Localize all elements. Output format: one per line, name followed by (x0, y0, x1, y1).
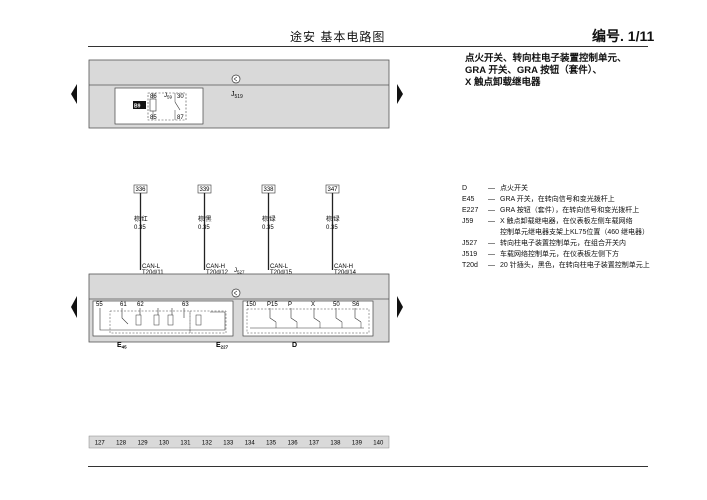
description-line: X 触点卸载继电器 (465, 77, 541, 88)
svg-text:P: P (288, 302, 292, 308)
svg-text:0.35: 0.35 (134, 225, 146, 231)
scale-number: 133 (223, 441, 234, 447)
wire-338: 338 棕/绿 0.35 CAN-L T20d/15 (261, 184, 293, 276)
wire-339: 339 棕/黑 0.35 CAN-H T20d/12 (197, 184, 229, 276)
svg-text:CAN-H: CAN-H (334, 264, 353, 270)
scale-number: 136 (288, 441, 299, 447)
description-line: GRA 开关、GRA 按钮（套件）、 (465, 65, 603, 76)
svg-text:棕/绿: 棕/绿 (262, 215, 276, 223)
svg-text:347: 347 (328, 187, 339, 193)
page-number: 编号. 1/11 (592, 28, 655, 44)
scale-number: 138 (330, 441, 341, 447)
wire-347: 347 棕/绿 0.35 CAN-H T20d/14 (325, 184, 357, 276)
svg-text:62: 62 (137, 302, 144, 308)
scale-number: 139 (352, 441, 363, 447)
b9-label: B9 (134, 104, 141, 110)
relay-contact (174, 101, 181, 111)
legend-row: J527—转向柱电子装置控制单元，在组合开关内 (462, 240, 626, 247)
scale-number: 131 (180, 441, 191, 447)
svg-text:150: 150 (246, 302, 257, 308)
svg-text:0.35: 0.35 (262, 225, 274, 231)
legend-row: J59—X 触点卸载继电器，在仪表板左侧车载网络 (462, 218, 633, 225)
prev-page-arrow-icon[interactable] (71, 84, 77, 104)
svg-text:棕/红: 棕/红 (134, 215, 148, 223)
scale-number: 140 (373, 441, 384, 447)
legend-row: E45—GRA 开关，在转向信号和变光拨杆上 (462, 196, 615, 203)
svg-text:87: 87 (177, 115, 184, 121)
prev-page-arrow-icon[interactable] (71, 296, 77, 318)
legend-row: T20d—20 针插头，黑色，在转向柱电子装置控制单元上 (462, 262, 650, 269)
scale-number: 137 (309, 441, 320, 447)
ground-symbol-icon (231, 288, 241, 298)
component-legend: D—点火开关 E45—GRA 开关，在转向信号和变光拨杆上 E227—GRA 按… (462, 183, 650, 271)
svg-text:棕/黑: 棕/黑 (198, 215, 212, 223)
scale-number: 135 (266, 441, 277, 447)
resistor (153, 314, 160, 326)
switch-e45-e227: 55 61 62 63 (92, 300, 234, 337)
svg-text:X: X (311, 302, 315, 308)
svg-text:CAN-L: CAN-L (142, 264, 161, 270)
diagram-description: 点火开关、转向柱电子装置控制单元、 GRA 开关、GRA 按钮（套件）、 X 触… (465, 53, 627, 89)
svg-text:86: 86 (150, 94, 157, 100)
e45-label: E45 (117, 342, 127, 350)
svg-text:0.35: 0.35 (198, 225, 210, 231)
svg-text:0.35: 0.35 (326, 225, 338, 231)
next-page-arrow-icon[interactable] (397, 84, 403, 104)
svg-text:CAN-H: CAN-H (206, 264, 225, 270)
grid-scale-bar: 127 128 129 130 131 132 133 134 135 136 137 138 139 1… (88, 435, 390, 449)
resistor (195, 314, 202, 326)
scale-number: 130 (159, 441, 170, 447)
svg-text:339: 339 (200, 187, 211, 193)
svg-text:CAN-L: CAN-L (270, 264, 289, 270)
header-rule (88, 46, 648, 47)
svg-text:85: 85 (150, 115, 157, 121)
scale-number: 127 (95, 441, 106, 447)
d-label: D (292, 342, 297, 349)
svg-text:63: 63 (182, 302, 189, 308)
svg-text:336: 336 (136, 187, 147, 193)
svg-text:T20d/15: T20d/15 (270, 270, 293, 276)
scale-number: 128 (116, 441, 127, 447)
svg-text:30: 30 (177, 94, 184, 100)
relay-j59: B9 86 30 85 87 J59 (114, 87, 204, 125)
next-page-arrow-icon[interactable] (397, 296, 403, 318)
ground-symbol-icon (231, 74, 241, 84)
svg-text:T20d/14: T20d/14 (334, 270, 357, 276)
svg-text:S6: S6 (352, 302, 360, 308)
footer-rule (88, 466, 648, 467)
svg-text:棕/绿: 棕/绿 (326, 215, 340, 223)
svg-text:61: 61 (120, 302, 127, 308)
svg-text:P15: P15 (267, 302, 278, 308)
svg-text:338: 338 (264, 187, 275, 193)
legend-row: E227—GRA 按钮（套件），在转向信号和变光拨杆上 (462, 207, 640, 214)
b9-fuse (133, 101, 146, 109)
header-title: 途安 基本电路图 (290, 30, 386, 44)
svg-text:T20d/11: T20d/11 (142, 270, 164, 276)
scale-number: 132 (202, 441, 213, 447)
j59-label: J59 (164, 93, 173, 100)
scale-number: 129 (138, 441, 149, 447)
e227-label: E227 (216, 342, 229, 350)
wire-336: 336 棕/红 0.35 CAN-L T20d/11 (133, 184, 164, 276)
ignition-switch-d: 150 P15 P X 50 S6 (242, 300, 374, 337)
legend-row: 控制单元继电器支架上KL75位置（460 继电器） (500, 229, 649, 236)
legend-row: J519—车载网络控制单元，在仪表板左侧下方 (462, 251, 619, 258)
j527-label: J527 (234, 268, 245, 275)
svg-text:55: 55 (96, 302, 103, 308)
resistor (167, 314, 174, 326)
description-line: 点火开关、转向柱电子装置控制单元、 (465, 53, 627, 64)
svg-text:50: 50 (333, 302, 340, 308)
legend-row: D—点火开关 (462, 185, 528, 192)
scale-number: 134 (245, 441, 256, 447)
svg-text:T20d/12: T20d/12 (206, 270, 229, 276)
j519-label: J519 (231, 91, 243, 100)
resistor (135, 314, 142, 326)
